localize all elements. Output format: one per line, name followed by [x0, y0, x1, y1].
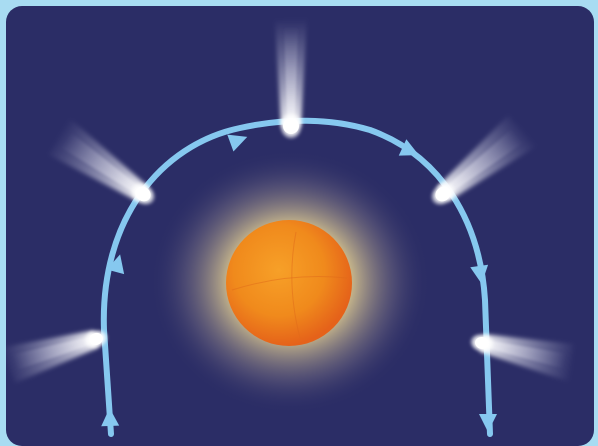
diagram-frame [0, 0, 598, 434]
sun-icon [226, 220, 352, 346]
comet-top [275, 18, 307, 140]
comet-orbit-diagram [6, 6, 594, 446]
space-panel [6, 6, 594, 446]
